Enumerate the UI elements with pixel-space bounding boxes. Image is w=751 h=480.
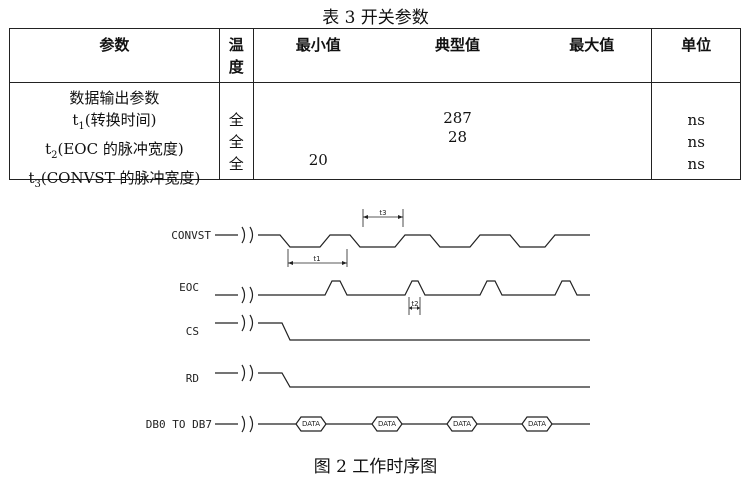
db-data-cell-1: [295, 416, 327, 432]
t1-arrow-left: [288, 261, 293, 265]
header-temp: 温 度: [218, 28, 254, 83]
t3-marker: [362, 209, 404, 227]
table-row: 数据输出参数 t1(转换时间) t2(EOC 的脉冲宽度) t3(CONVST …: [9, 82, 741, 190]
min-cell: 20: [252, 82, 383, 180]
cs-break: [241, 314, 254, 332]
db-data-label-3: DATA: [453, 420, 471, 428]
param-line-t3: t3(CONVST 的脉冲宽度): [28, 169, 201, 190]
table-header-row: 参数 温 度 最小值 典型值 最大值 单位: [9, 28, 741, 83]
header-typ: 典型值: [382, 28, 533, 83]
temp-t1: 全: [228, 111, 244, 129]
min-t3-value: 20: [308, 151, 328, 169]
timing-diagram: CONVST EOC CS RD DB0 TO DB7 t1 t3 t2 DAT…: [146, 209, 590, 433]
unit-t3: ns: [687, 155, 705, 173]
header-temp-line-1: 温: [228, 36, 244, 54]
db-data-cell-4: [521, 416, 553, 432]
signal-label-rd: RD: [186, 372, 199, 385]
signal-label-convst: CONVST: [171, 229, 211, 242]
param-line-title: 数据输出参数: [69, 89, 160, 107]
typ-cell: 287 28: [382, 82, 533, 180]
switch-parameters-table: 参数 温 度 最小值 典型值 最大值 单位 数据输出参数 t1(转换时间) t2…: [9, 28, 741, 190]
typ-t2-value: 28: [447, 128, 468, 146]
t2-arrow-left: [409, 306, 412, 310]
t3-arrow-right: [398, 215, 403, 219]
unit-t2: ns: [687, 133, 705, 151]
convst-break: [241, 226, 254, 244]
rd-waveform: [215, 372, 590, 388]
db-data-label-1: DATA: [302, 420, 320, 428]
cs-waveform: [215, 322, 590, 341]
t1-arrow-right: [342, 261, 347, 265]
db-data-label-2: DATA: [378, 420, 396, 428]
header-unit: 单位: [651, 28, 741, 83]
db-data-cell-2: [371, 416, 403, 432]
max-cell: [532, 82, 653, 180]
param-line-t2: t2(EOC 的脉冲宽度): [45, 140, 184, 161]
unit-t1: ns: [687, 111, 705, 129]
table-caption: 表 3 开关参数: [322, 8, 429, 28]
signal-label-db: DB0 TO DB7: [146, 418, 212, 431]
signal-label-eoc: EOC: [179, 281, 199, 294]
figure-caption: 图 2 工作时序图: [313, 457, 438, 477]
header-min: 最小值: [252, 28, 383, 83]
eoc-waveform: [215, 280, 590, 296]
temp-t2: 全: [228, 133, 244, 151]
eoc-break: [241, 286, 254, 304]
t2-arrow-right: [417, 306, 420, 310]
param-line-t1: t1(转换时间): [72, 111, 157, 132]
temp-t3: 全: [228, 155, 244, 173]
signal-label-cs: CS: [186, 325, 199, 338]
db-data-label-4: DATA: [528, 420, 546, 428]
t3-arrow-left: [363, 215, 368, 219]
header-param: 参数: [9, 28, 220, 83]
temp-cell: 全 全 全: [218, 82, 254, 180]
unit-cell: ns ns ns: [651, 82, 741, 180]
db-data-cell-3: [446, 416, 478, 432]
t3-label: t3: [379, 209, 386, 217]
header-max: 最大值: [532, 28, 653, 83]
typ-t1-value: 287: [443, 109, 472, 127]
convst-waveform: [215, 234, 590, 248]
rd-break: [241, 364, 254, 382]
t1-label: t1: [313, 255, 320, 263]
header-temp-line-2: 度: [228, 58, 244, 76]
db-break: [241, 415, 254, 433]
param-cell: 数据输出参数 t1(转换时间) t2(EOC 的脉冲宽度) t3(CONVST …: [9, 82, 220, 190]
t1-marker: [287, 249, 348, 267]
t2-label: t2: [411, 300, 418, 308]
